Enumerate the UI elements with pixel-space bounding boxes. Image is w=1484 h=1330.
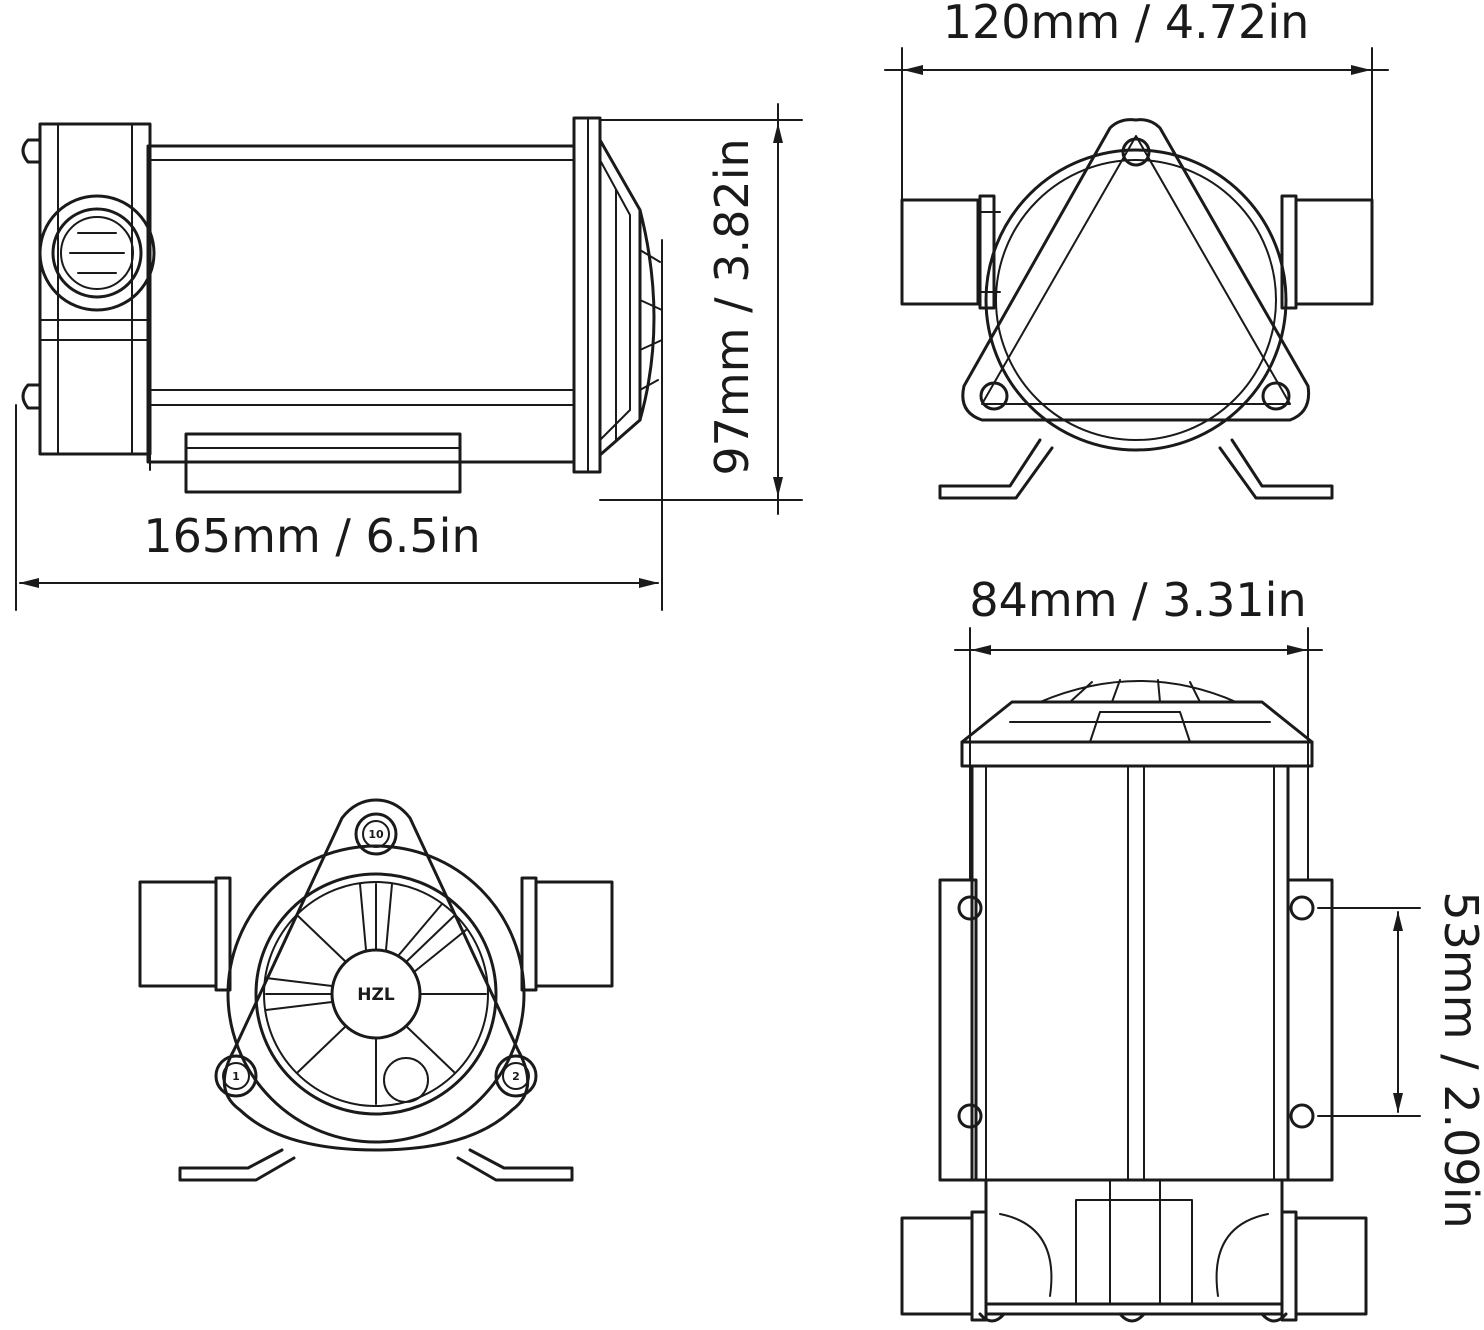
length-dimension-label: 165mm / 6.5in (143, 509, 480, 563)
mount-spacing-dimension-label: 53mm / 2.09in (1434, 891, 1484, 1228)
height-dimension-label: 97mm / 3.82in (705, 138, 759, 475)
port-number-top: 10 (368, 828, 384, 841)
port-number-right: 2 (512, 1070, 520, 1083)
side-view: 165mm / 6.5in 97mm / 3.82in (15, 103, 803, 611)
rear-view: 120mm / 4.72in (884, 0, 1389, 500)
impeller (265, 883, 487, 1105)
top-view: 84mm / 3.31in 53mm / 2.09in (900, 573, 1484, 1323)
top-width-dimension-label: 84mm / 3.31in (969, 573, 1306, 627)
front-view: HZL 10 1 2 (138, 798, 614, 1182)
front-width-dimension-label: 120mm / 4.72in (943, 0, 1310, 49)
brand-logo: HZL (357, 985, 395, 1005)
port-number-left: 1 (232, 1070, 240, 1083)
